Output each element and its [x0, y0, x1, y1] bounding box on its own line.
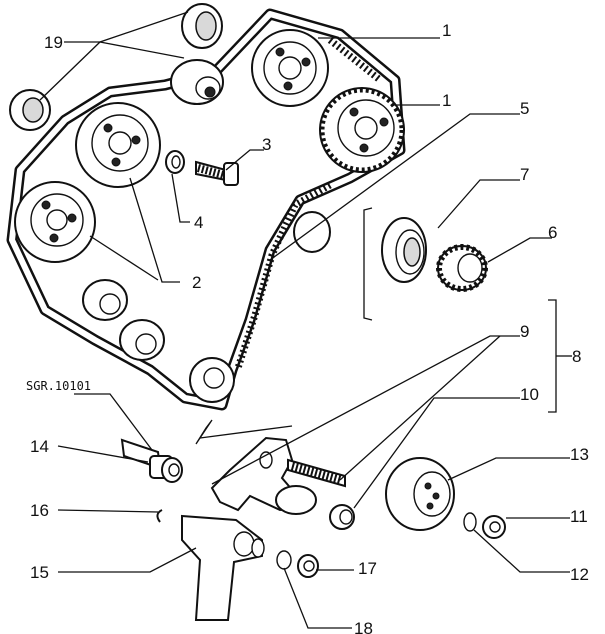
callout-2: 2 [192, 273, 201, 292]
nut-11 [482, 515, 506, 539]
callout-7: 7 [520, 165, 529, 184]
tool-reference-label: SGR.10101 [26, 379, 91, 393]
callout-5: 5 [520, 99, 529, 118]
washer-18 [276, 550, 292, 570]
stud-9 [287, 458, 346, 488]
idler-roller-upper [170, 59, 224, 105]
idler-roller-right [293, 211, 331, 253]
callout-14: 14 [30, 437, 49, 456]
nut-17 [297, 554, 319, 578]
callout-4: 4 [194, 213, 203, 232]
pulley-upper-left [75, 102, 161, 188]
callout-10: 10 [520, 385, 539, 404]
callout-19: 19 [44, 33, 63, 52]
callout-12: 12 [570, 565, 589, 584]
callout-labels: 1 1 2 3 4 5 6 7 8 9 10 11 12 13 14 15 16… [26, 21, 589, 634]
gear-6 [436, 244, 488, 292]
washer-4 [165, 150, 185, 174]
idler-roller-lower [119, 319, 165, 361]
callout-9: 9 [520, 322, 529, 341]
pulley-lower-left [14, 181, 96, 263]
oil-seal-7 [381, 217, 427, 283]
bush-10 [329, 504, 355, 530]
callout-16: 16 [30, 501, 49, 520]
leader-lines [39, 11, 572, 629]
callout-13: 13 [570, 445, 589, 464]
callout-6: 6 [548, 223, 557, 242]
tensioner-rod-15 [181, 514, 265, 621]
callout-11: 11 [570, 507, 588, 526]
camshaft-pulley-upper [251, 29, 329, 107]
tensioner-pulley-13 [385, 457, 455, 531]
clip-16 [156, 509, 163, 523]
callout-17: 17 [358, 559, 377, 578]
circlip-12 [463, 512, 477, 532]
crankshaft-sprocket [189, 357, 235, 403]
bolt-3 [195, 160, 239, 186]
callout-1a: 1 [442, 21, 451, 40]
callout-3: 3 [262, 135, 271, 154]
tensioner-bracket [210, 436, 317, 515]
callout-1b: 1 [442, 91, 451, 110]
pin-14 [120, 438, 183, 483]
camshaft-pulley-lower [319, 87, 405, 173]
callout-18: 18 [354, 619, 373, 634]
idler-roller-middle [82, 279, 128, 321]
ring-upper [181, 3, 223, 49]
callout-8: 8 [572, 347, 581, 366]
callout-15: 15 [30, 563, 49, 582]
